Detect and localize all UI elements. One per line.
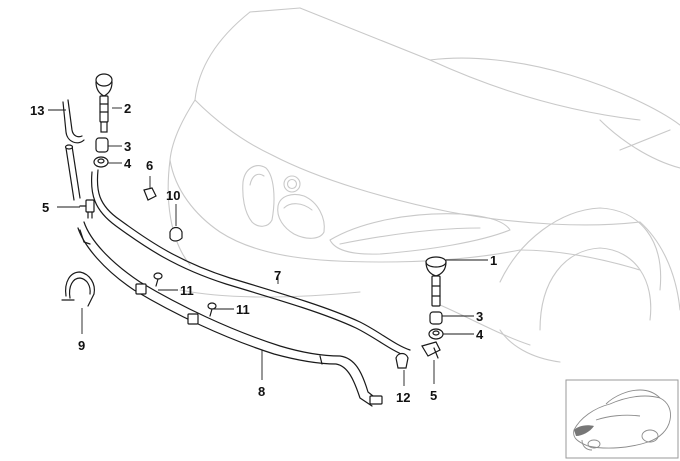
callout-11-a: 11	[180, 283, 194, 298]
part-12-clip	[395, 352, 409, 369]
callout-2: 2	[124, 101, 131, 116]
part-9-cable-tie	[61, 271, 95, 307]
callout-9: 9	[78, 338, 85, 353]
part-8-bracket-rail	[77, 221, 383, 407]
part-7-washer-hose	[90, 169, 411, 357]
callout-7: 7	[274, 268, 281, 283]
callout-5-right: 5	[430, 388, 437, 403]
part-4-nut-right	[428, 328, 444, 340]
part-10-clip	[169, 226, 183, 242]
part-11-screw-b	[207, 302, 217, 317]
part-11-screw-a	[153, 272, 163, 287]
callout-labels: 1 2 3 3 4 4 5 5 6 7 8 9 10 11 11 12 13	[30, 101, 497, 405]
callout-8: 8	[258, 384, 265, 399]
callout-10: 10	[166, 188, 180, 203]
callout-3-right: 3	[476, 309, 483, 324]
callout-11-b: 11	[236, 302, 250, 317]
part-3-grommet-right	[429, 311, 443, 325]
part-5-connector-left	[79, 199, 95, 219]
callout-5-left: 5	[42, 200, 49, 215]
part-4-nut-left	[93, 156, 109, 168]
part-3-grommet-left	[95, 137, 109, 153]
callout-13: 13	[30, 103, 44, 118]
callout-6: 6	[146, 158, 153, 173]
part-5-connector-right	[421, 341, 441, 359]
hose-upper-left	[64, 144, 81, 201]
part-2-washer-nozzle-left	[95, 73, 113, 133]
part-6-clip	[143, 187, 157, 201]
callout-3-left: 3	[124, 139, 131, 154]
part-13-hose-bracket	[62, 99, 85, 144]
callout-4-left: 4	[124, 156, 132, 171]
leader-lines	[48, 107, 488, 386]
callout-12: 12	[396, 390, 410, 405]
parts	[61, 73, 447, 407]
callout-4-right: 4	[476, 327, 484, 342]
callout-1: 1	[490, 253, 497, 268]
part-1-washer-nozzle-right	[425, 256, 447, 307]
vehicle-thumbnail	[565, 379, 679, 459]
